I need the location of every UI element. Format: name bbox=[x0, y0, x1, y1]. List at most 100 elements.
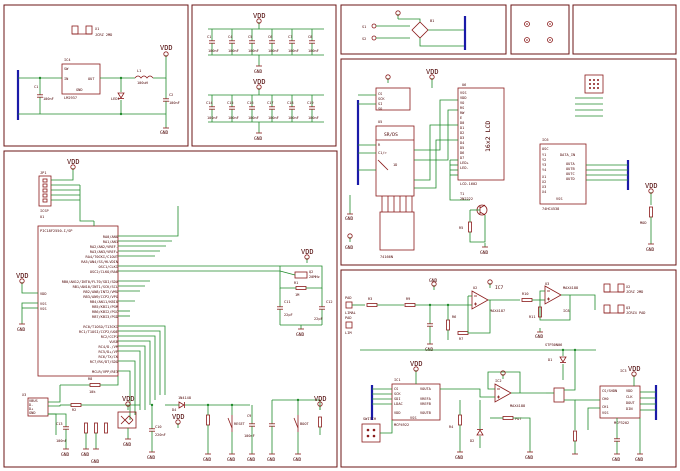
resistor-pot bbox=[502, 416, 514, 420]
svg-text:100nF: 100nF bbox=[268, 116, 279, 120]
gnd-label-reset-r: GND bbox=[203, 457, 212, 463]
opamp-ic2 bbox=[494, 383, 512, 403]
mcu-signal-wires bbox=[79, 185, 280, 420]
svg-text:OUTC: OUTC bbox=[566, 172, 575, 176]
svg-text:MCLR/VPP/RE3: MCLR/VPP/RE3 bbox=[92, 370, 118, 374]
svg-text:VSS: VSS bbox=[410, 416, 417, 420]
mcu-left-pins: VDD VSS VSS bbox=[40, 292, 47, 311]
svg-text:RS: RS bbox=[460, 106, 464, 110]
c1-power-ref: C1 bbox=[34, 85, 38, 89]
ic1-pins: CS SCK SDI LDAC VDD VOUTA VOUTB VREFA VR… bbox=[394, 387, 432, 420]
mosfet-stp bbox=[553, 387, 565, 403]
usb-ref: X3 bbox=[22, 393, 26, 397]
svg-text:CLK: CLK bbox=[626, 395, 633, 399]
r2-ref: R2 bbox=[72, 408, 76, 412]
display-section: CS SCK SI SO VDD U5 SR/DS R C1/> 1D 7416… bbox=[345, 68, 658, 259]
x1-ref: X1 bbox=[95, 27, 99, 31]
vdd-adc bbox=[631, 371, 637, 381]
ic1-value: MCP4922 bbox=[394, 423, 409, 427]
c2-value: 100nF bbox=[169, 101, 180, 105]
l1-ref: L1 bbox=[137, 69, 141, 73]
c9-value: 100nF bbox=[244, 434, 255, 438]
hole-4 bbox=[547, 37, 553, 43]
bridge-b1 bbox=[411, 21, 429, 39]
resistor-r3 bbox=[366, 303, 378, 307]
gnd-label-usb-b: GND bbox=[81, 452, 90, 458]
lcd-title: 16x2 LCD bbox=[484, 121, 492, 152]
svg-text:OSC: OSC bbox=[542, 147, 549, 151]
gnd-analog-b bbox=[536, 327, 544, 333]
resistor-r2 bbox=[70, 403, 82, 407]
vdd-label-mod: VDD bbox=[645, 182, 658, 190]
svg-text:VDD: VDD bbox=[626, 389, 633, 393]
frame-power-supply bbox=[3, 4, 189, 147]
svg-text:VO: VO bbox=[460, 101, 464, 105]
regulator-ic4 bbox=[61, 63, 101, 95]
r1-ref: R1 bbox=[294, 281, 298, 285]
svg-text:D-: D- bbox=[29, 403, 33, 407]
ic8-ref: IC8 bbox=[563, 309, 570, 313]
svg-text:VDD: VDD bbox=[460, 96, 467, 100]
svg-text:SDI: SDI bbox=[394, 397, 401, 401]
svg-text:CS: CS bbox=[394, 387, 398, 391]
vdd-d4 bbox=[175, 419, 181, 429]
gnd-reset-switch bbox=[228, 449, 236, 455]
x2-ref: X2 bbox=[626, 285, 630, 289]
gnd-label-boot-switch: GND bbox=[293, 457, 302, 463]
svg-text:RA5/AN4/SS/HLVDIN: RA5/AN4/SS/HLVDIN bbox=[81, 260, 118, 264]
c1-power-value: 100nF bbox=[43, 97, 54, 101]
switch-bridge: S1 S2 B1 bbox=[362, 10, 467, 50]
u5-ref: U5 bbox=[378, 120, 382, 124]
opamp-ic7 bbox=[471, 290, 489, 310]
d4-value: 1N4148 bbox=[178, 396, 191, 400]
switch-s1 bbox=[371, 23, 377, 29]
svg-text:C8: C8 bbox=[308, 35, 312, 39]
gnd-label-pot: GND bbox=[525, 455, 534, 461]
ic1-ref: IC1 bbox=[394, 378, 401, 382]
ic6-value: 74HC4538 bbox=[542, 207, 559, 211]
svg-text:LED-: LED- bbox=[460, 166, 469, 170]
svg-text:D2: D2 bbox=[460, 131, 464, 135]
r11-ref: R11 bbox=[529, 315, 536, 319]
mcu-right-pins: RA0/AN0 RA1/AN1 RA2/AN2/VREF- RA3/AN3/VR… bbox=[62, 235, 119, 374]
vdd-label-power: VDD bbox=[160, 44, 173, 52]
svg-text:D5: D5 bbox=[460, 146, 464, 150]
gnd-boot-switch bbox=[294, 449, 302, 455]
switch-label: SWITCH bbox=[363, 417, 376, 421]
svg-text:100nF: 100nF bbox=[228, 49, 239, 53]
vdd-label-d4: VDD bbox=[172, 413, 185, 421]
svg-text:Y2: Y2 bbox=[542, 158, 546, 162]
resistor-r6 bbox=[446, 319, 450, 331]
cap-c9 bbox=[248, 419, 256, 431]
cap-analog-a bbox=[426, 319, 434, 331]
ic7-value: MAX4187 bbox=[490, 309, 505, 313]
vdd-reset bbox=[125, 401, 131, 411]
svg-text:D4: D4 bbox=[460, 141, 464, 145]
gnd-c9 bbox=[248, 449, 256, 455]
ic3-pins: CS/SHDN CH0 CH1 VSS VDD CLK DOUT DIN bbox=[602, 389, 635, 415]
gnd-shunt bbox=[571, 449, 579, 455]
gnd-t1 bbox=[481, 242, 489, 248]
ic4-pin-out: OUT bbox=[88, 77, 95, 81]
svg-text:RB3/AN9/CCP2/VPO: RB3/AN9/CCP2/VPO bbox=[83, 295, 118, 299]
frame-analog bbox=[340, 269, 677, 468]
pad-input-a bbox=[345, 301, 353, 309]
resistor-usb-1 bbox=[84, 422, 88, 434]
gnd-c10 bbox=[148, 447, 156, 453]
svg-text:VOUTB: VOUTB bbox=[420, 411, 431, 415]
ic6-ref: IC6 bbox=[542, 138, 549, 142]
gnd-label-c9: GND bbox=[247, 457, 256, 463]
resistor-r8 bbox=[89, 383, 101, 387]
gnd-label-mcu-left: GND bbox=[17, 327, 26, 333]
gnd-reset-r bbox=[204, 449, 212, 455]
led1-ref: LED1 bbox=[111, 97, 120, 101]
ic2-value: MAX4188 bbox=[510, 404, 525, 408]
vdd-u4 bbox=[385, 74, 391, 84]
svg-text:LED+: LED+ bbox=[460, 161, 469, 165]
opamp-ic8 bbox=[544, 285, 562, 305]
s2-ref: S2 bbox=[362, 37, 366, 41]
svg-text:VDD: VDD bbox=[40, 292, 47, 296]
